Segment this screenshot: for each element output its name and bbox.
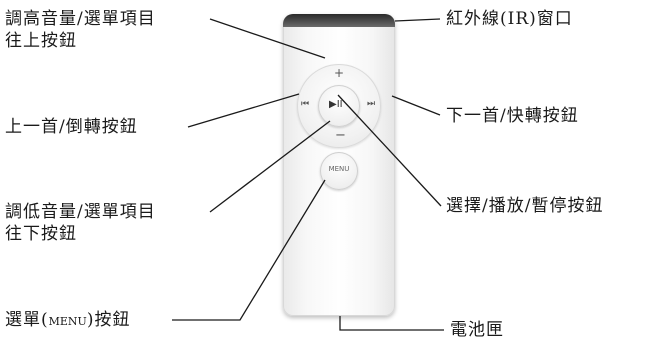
leader-select-play bbox=[337, 94, 442, 207]
leader-next-ff bbox=[391, 95, 441, 116]
ir-window bbox=[283, 14, 395, 27]
remote-control: + − ⏮ ⏭ ▶II MENU bbox=[283, 14, 395, 316]
callout-menu-button: 選單(MENU)按鈕 bbox=[5, 309, 130, 333]
callout-volume-up-line1: 調高音量/選單項目 bbox=[5, 9, 156, 29]
previous-icon: ⏮ bbox=[301, 99, 310, 109]
leader-prev-rewind bbox=[187, 93, 300, 128]
callout-next-ff: 下一首/快轉按鈕 bbox=[446, 106, 579, 126]
callout-menu-sub: MENU bbox=[48, 315, 87, 328]
leader-volume-down bbox=[209, 120, 331, 213]
next-icon: ⏭ bbox=[367, 99, 376, 109]
callout-volume-up: 調高音量/選單項目 往上按鈕 bbox=[5, 8, 156, 52]
callout-volume-down: 調低音量/選單項目 往下按鈕 bbox=[5, 201, 156, 245]
callout-menu-prefix: 選單( bbox=[5, 310, 49, 330]
click-wheel: + − ⏮ ⏭ ▶II bbox=[297, 64, 381, 148]
plus-icon: + bbox=[334, 66, 345, 80]
leader-battery bbox=[339, 316, 444, 331]
callout-volume-down-line2: 往下按鈕 bbox=[5, 224, 77, 244]
leader-menu bbox=[172, 179, 326, 321]
callout-ir-window: 紅外線(IR)窗口 bbox=[446, 9, 573, 29]
callout-menu-suffix: )按鈕 bbox=[86, 310, 131, 330]
play-pause-icon: ▶II bbox=[329, 99, 343, 110]
leader-ir-window bbox=[394, 18, 441, 22]
menu-button: MENU bbox=[320, 152, 358, 190]
minus-icon: − bbox=[335, 128, 346, 143]
callout-prev-rewind: 上一首/倒轉按鈕 bbox=[5, 117, 138, 137]
leader-volume-up bbox=[209, 18, 326, 59]
menu-button-text: MENU bbox=[328, 165, 350, 173]
select-play-pause-button: ▶II bbox=[318, 85, 360, 127]
callout-volume-up-line2: 往上按鈕 bbox=[5, 31, 77, 51]
callout-select-play: 選擇/播放/暫停按鈕 bbox=[446, 196, 604, 216]
callout-battery: 電池匣 bbox=[450, 320, 504, 340]
callout-volume-down-line1: 調低音量/選單項目 bbox=[5, 202, 156, 222]
